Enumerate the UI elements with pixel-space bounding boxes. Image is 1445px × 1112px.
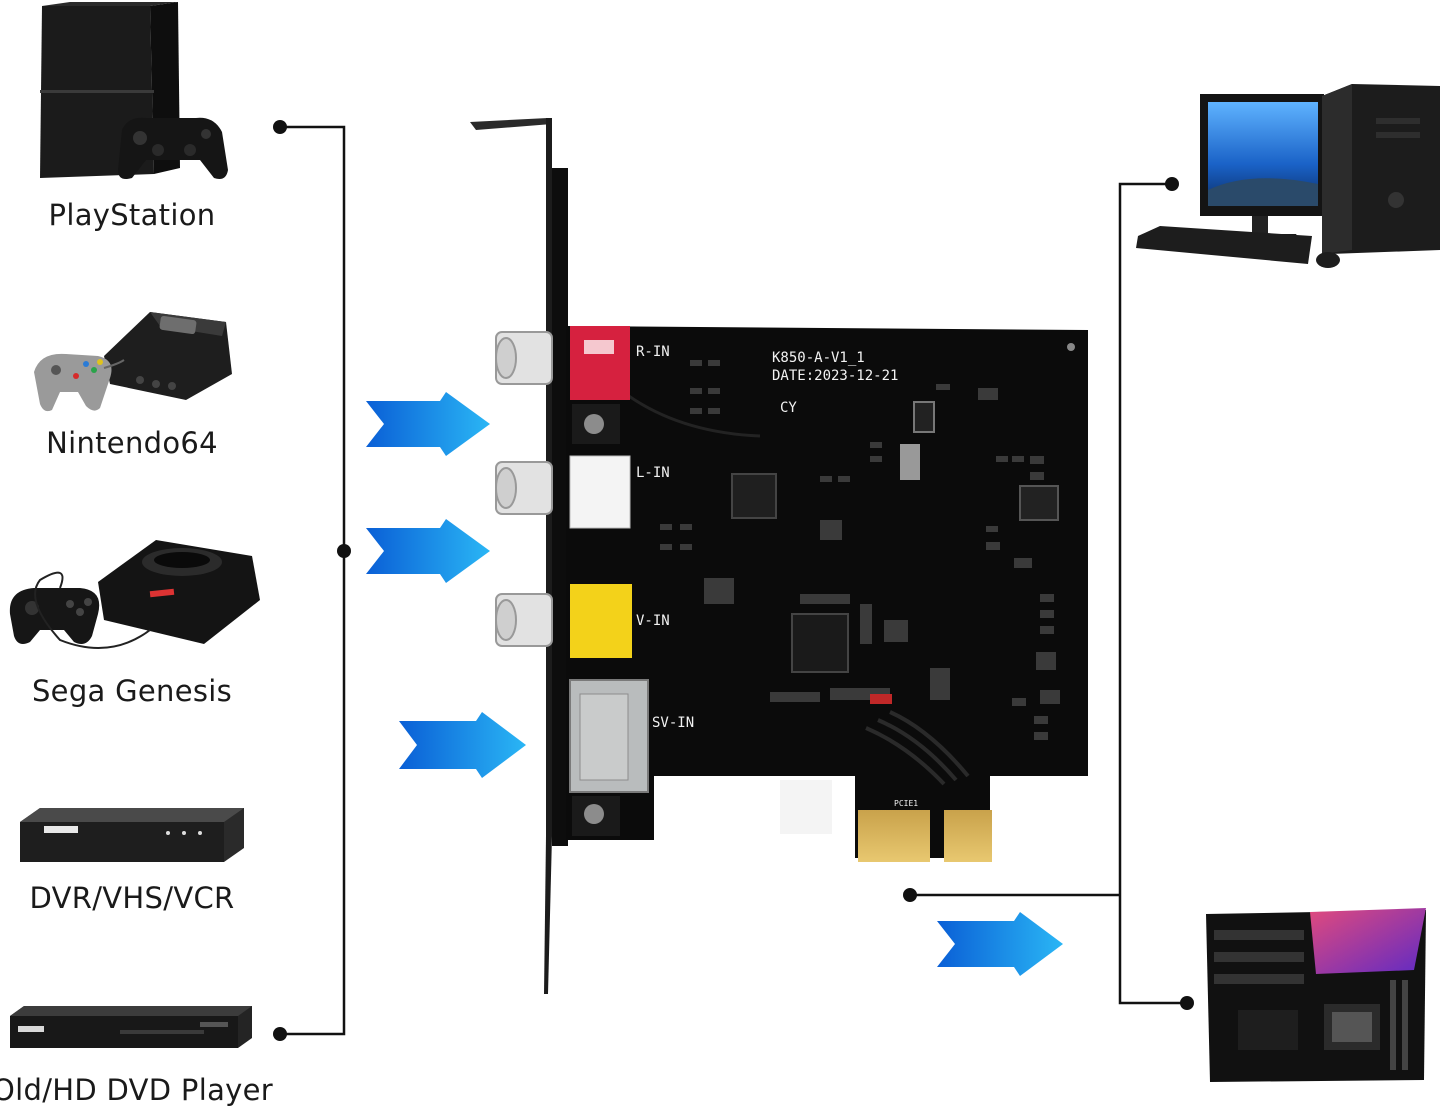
- source-label-dvd-player: Old/HD DVD Player: [0, 1073, 273, 1107]
- source-label-nintendo64: Nintendo64: [46, 426, 218, 460]
- sega-genesis-console-icon: [9, 540, 260, 649]
- port-label-v-in: V-IN: [636, 613, 670, 629]
- pci-bracket: [470, 118, 568, 994]
- motherboard-icon: [1206, 908, 1426, 1082]
- port-r-in: [495, 326, 630, 444]
- source-label-playstation: PlayStation: [48, 198, 216, 232]
- pcb-cy-text: CY: [780, 400, 797, 416]
- connector-dot-bottom-left: [273, 1027, 287, 1041]
- left-connector-bus: [280, 125, 346, 1036]
- connector-dot-card: [903, 888, 917, 902]
- arrow-icon: [937, 912, 1063, 976]
- pcb-board: [566, 326, 1088, 862]
- connector-dot-mid-left: [337, 544, 351, 558]
- port-label-sv-in: SV-IN: [652, 715, 694, 731]
- pcb-model-text: K850-A-V1_1: [772, 350, 865, 366]
- dvr-box-icon: [20, 808, 244, 862]
- pcb-date-text: DATE:2023-12-21: [772, 368, 898, 384]
- pcb-slot-text: PCIE1: [894, 799, 918, 808]
- desktop-computer-icon: [1136, 84, 1440, 268]
- port-sv-in: [569, 679, 649, 836]
- arrow-icon: [399, 712, 526, 778]
- port-v-in: [495, 584, 632, 658]
- arrow-icon: [366, 519, 490, 583]
- dvd-player-icon: [10, 1006, 252, 1048]
- port-label-l-in: L-IN: [636, 465, 670, 481]
- connector-dot-top-left: [273, 120, 287, 134]
- nintendo64-console-icon: [34, 312, 232, 412]
- port-label-r-in: R-IN: [636, 344, 670, 360]
- source-label-sega-genesis: Sega Genesis: [31, 674, 233, 708]
- right-connector-bus: [910, 182, 1187, 1005]
- arrow-icon: [366, 392, 490, 456]
- playstation-console-icon: [40, 2, 228, 179]
- connector-dot-computer: [1165, 177, 1179, 191]
- source-label-dvr: DVR/VHS/VCR: [29, 881, 235, 915]
- port-l-in: [495, 455, 631, 529]
- connector-dot-motherboard: [1180, 996, 1194, 1010]
